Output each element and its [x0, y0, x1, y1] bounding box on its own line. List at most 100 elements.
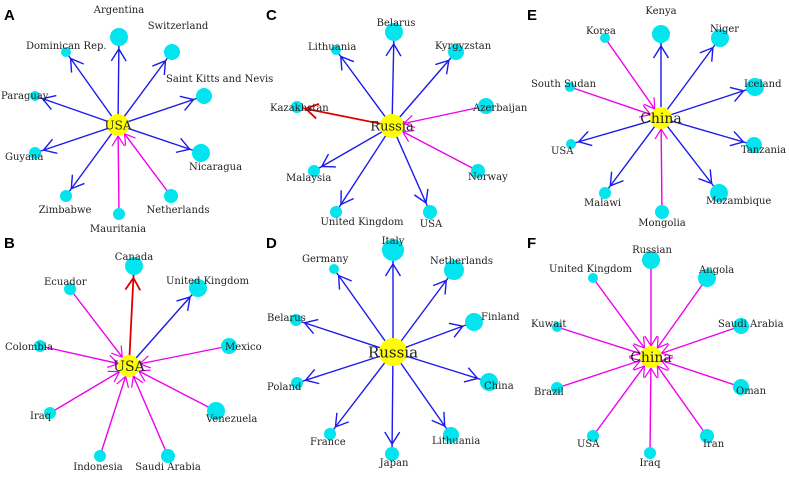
node-label: Saudi Arabia [135, 462, 201, 473]
edge-line [570, 117, 662, 145]
node-label: South Sudan [531, 79, 597, 90]
node-label: Oman [736, 386, 767, 397]
edge-line [333, 268, 394, 353]
edge-line [117, 124, 202, 154]
center-node-label: USA [113, 359, 145, 375]
edge-arrowhead [448, 322, 464, 338]
node-switzerland [164, 44, 180, 60]
edge-united-kingdom [335, 125, 393, 213]
node-label: Russian [632, 245, 672, 256]
edge-korea [604, 37, 662, 119]
node-label: Switzerland [148, 21, 209, 32]
node-label: Canada [115, 252, 153, 263]
node-russian [642, 251, 660, 269]
edge-arrowhead [337, 274, 352, 290]
node-label: Brazil [534, 387, 564, 398]
edge-paraguay [34, 94, 119, 126]
node-nicaragua [192, 144, 210, 162]
edge-arrowhead [628, 357, 642, 370]
center-node [640, 346, 662, 368]
node-label: Niger [710, 24, 739, 35]
edge-switzerland [117, 51, 173, 126]
edge-malawi [604, 117, 662, 194]
node-label: Zimbabwe [39, 205, 92, 216]
edge-line [128, 345, 230, 367]
node-niger [711, 29, 729, 47]
edge-line [604, 37, 662, 119]
edge-line [391, 351, 394, 455]
center-node-label: Russia [370, 120, 414, 135]
edge-arrowhead [384, 431, 401, 446]
node-korea [600, 33, 610, 43]
node-label: Mauritania [90, 224, 146, 235]
node-colombia [34, 340, 46, 352]
node-label: Netherlands [430, 256, 493, 267]
node-iraq [44, 407, 56, 419]
edge-line [391, 125, 479, 172]
edge-arrowhead [334, 412, 349, 428]
node-dominican-rep [61, 47, 71, 57]
edge-line [128, 287, 199, 367]
edge-arrowhead [124, 276, 142, 291]
edge-ecuador [69, 288, 130, 367]
edge-line [650, 325, 742, 358]
edge-arrowhead [110, 47, 127, 62]
edge-tanzania [660, 117, 755, 147]
node-belarus [385, 23, 403, 41]
edge-arrowhead [41, 94, 57, 111]
node-poland [291, 377, 303, 389]
node-label: China [484, 381, 514, 392]
edge-brazil [556, 356, 652, 389]
edge-line [660, 117, 720, 194]
edge-line [604, 117, 662, 194]
node-label: Mozambique [706, 196, 771, 207]
panel-c: RussiaBelarusKyrgyzstanAzerbaijanNorwayU… [266, 7, 528, 230]
center-node [380, 114, 404, 138]
edge-line [49, 365, 130, 414]
edge-netherlands [392, 269, 455, 353]
edge-united-kingdom [592, 277, 652, 358]
edge-iran [650, 356, 708, 437]
panel-e: ChinaKenyaNigerIcelandTanzaniaMozambique… [527, 6, 786, 229]
node-mongolia [655, 205, 669, 219]
node-paraguay [30, 91, 40, 101]
node-label: USA [420, 219, 443, 230]
edge-arrowhead [729, 130, 745, 147]
edge-line [392, 321, 475, 353]
node-iraq [644, 447, 656, 459]
edge-line [34, 95, 119, 126]
node-iceland [746, 78, 764, 96]
node-label: Iraq [30, 411, 52, 422]
node-label: USA [577, 439, 600, 450]
node-mauritania [113, 208, 125, 220]
edge-arrowhead [643, 97, 656, 110]
center-node [379, 338, 407, 366]
node-label: Norway [468, 172, 508, 183]
edge-guyana [34, 124, 119, 155]
node-label: Netherlands [147, 205, 210, 216]
edge-angola [650, 277, 708, 358]
edge-arrowhead [435, 59, 450, 75]
node-usa [587, 430, 599, 442]
node-saint-kitts-and-nevis [196, 88, 212, 104]
edge-arrowhead [70, 174, 85, 190]
edge-arrowhead [633, 336, 646, 350]
edge-line [117, 51, 173, 126]
node-label: Malaysia [286, 173, 331, 184]
node-usa [566, 139, 576, 149]
edge-belarus [295, 318, 394, 353]
edge-mauritania [111, 124, 125, 215]
edge-nicaragua [117, 124, 202, 154]
panel-d: RussiaItalyNetherlandsFinlandChinaLithua… [266, 235, 520, 469]
edge-line [592, 277, 652, 358]
node-china [480, 373, 498, 391]
node-label: Saudi Arabia [718, 319, 784, 330]
node-germany [329, 264, 339, 274]
node-label: Malawi [584, 198, 621, 209]
edge-arrowhead [413, 188, 429, 205]
edge-iceland [660, 86, 756, 119]
edge-germany [333, 268, 394, 353]
node-saudi-arabia [161, 449, 175, 463]
edge-line [392, 351, 490, 383]
